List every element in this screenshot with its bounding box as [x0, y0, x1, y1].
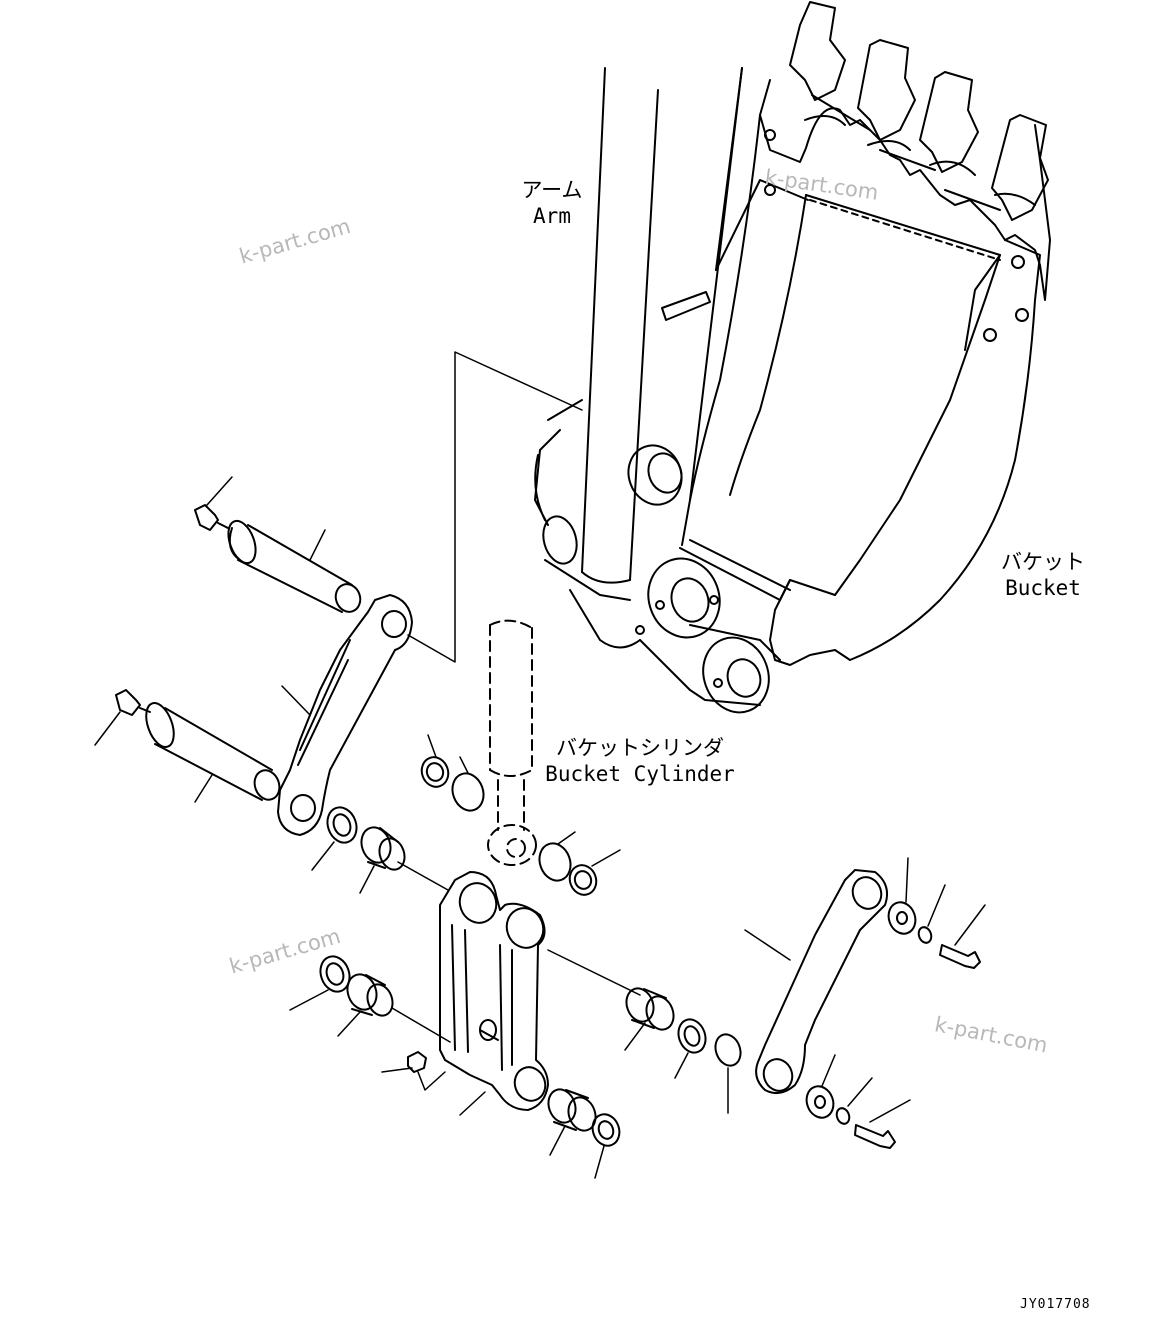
right-lower-washer — [805, 1085, 835, 1119]
center-seal-d — [568, 864, 598, 896]
upper-pin — [194, 504, 362, 613]
leader-lower-pin — [194, 774, 213, 803]
cylinder-label-jp: バケットシリンダ — [556, 736, 724, 760]
h-link-grease-fitting — [407, 1051, 427, 1073]
leader-upper-pin — [309, 529, 326, 561]
right-upper-lockwasher — [917, 926, 933, 944]
leader-right-link — [744, 929, 791, 961]
left-bushing-lower — [346, 973, 394, 1017]
cylinder-label-en: Bucket Cylinder — [545, 762, 735, 786]
right-lower-lockwasher — [835, 1107, 851, 1125]
arm-label-en: Arm — [533, 204, 571, 228]
right-link — [755, 869, 888, 1095]
right-bushing-upper — [625, 987, 675, 1031]
center-seal-c — [538, 842, 572, 882]
right-seal-lower — [591, 1113, 621, 1147]
leader-link-to-arm — [407, 351, 583, 663]
leader-h-link — [459, 1091, 486, 1116]
document-id: JY017708 — [1020, 1297, 1091, 1312]
center-seal-b — [451, 772, 485, 812]
bucket-cylinder — [487, 619, 537, 866]
leader-lower-nipple — [94, 711, 121, 746]
arm-label-jp: アーム — [521, 178, 583, 202]
arm — [534, 67, 791, 714]
right-upper-bolt — [939, 944, 981, 969]
right-lower-bolt — [854, 1124, 896, 1149]
right-bushing-lower — [547, 1088, 597, 1132]
lower-pin — [115, 689, 281, 801]
center-seal-a — [420, 756, 450, 788]
right-shim — [714, 1033, 742, 1067]
left-seal-upper — [326, 806, 358, 844]
leader-left-link — [281, 685, 311, 716]
bucket — [689, 1, 1051, 666]
leader-upper-nipple — [206, 476, 233, 506]
right-upper-washer — [887, 901, 917, 935]
right-seal-upper — [677, 1018, 707, 1054]
left-link — [277, 594, 413, 836]
bucket-label-jp: バケット — [1001, 550, 1085, 574]
left-bushing-upper — [360, 826, 406, 871]
h-link — [439, 871, 549, 1111]
bucket-label-en: Bucket — [1005, 576, 1081, 600]
left-seal-lower — [319, 955, 351, 993]
